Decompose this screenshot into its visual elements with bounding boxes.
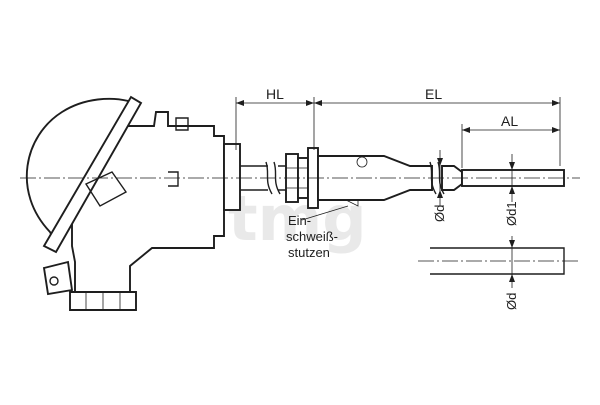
socket-edges [286,167,308,189]
label-d-lower: Ød [504,293,519,310]
cover-hinge [42,95,143,254]
terminal-pin [168,171,179,187]
label-d: Ød [432,205,447,222]
label-al: AL [501,113,518,129]
extension-tube [240,161,286,195]
label-weld-2: schweiß- [286,229,338,244]
registered-mark [356,156,368,168]
label-el: EL [425,86,442,102]
weld-leader [301,205,349,221]
cover-latch [84,171,128,207]
head-cover [26,97,134,243]
tube-outline-2 [278,165,286,191]
head-flange [223,143,241,211]
gland-boss [42,260,74,296]
lower-rod-variant [418,236,580,288]
head-clip [175,117,189,131]
label-d1: Ød1 [504,201,519,226]
extension-lines [235,97,561,168]
dimension-lines [235,97,561,221]
tube-break [265,161,281,195]
gland-facets [85,292,121,310]
label-weld-1: Ein- [288,213,311,228]
d1-arrows [509,162,515,194]
connection-head [26,95,241,311]
gland-hole [49,276,59,286]
tube-outline [240,165,268,191]
label-weld-3: stutzen [288,245,330,260]
label-hl: HL [266,86,284,102]
d-arrows [437,158,443,198]
